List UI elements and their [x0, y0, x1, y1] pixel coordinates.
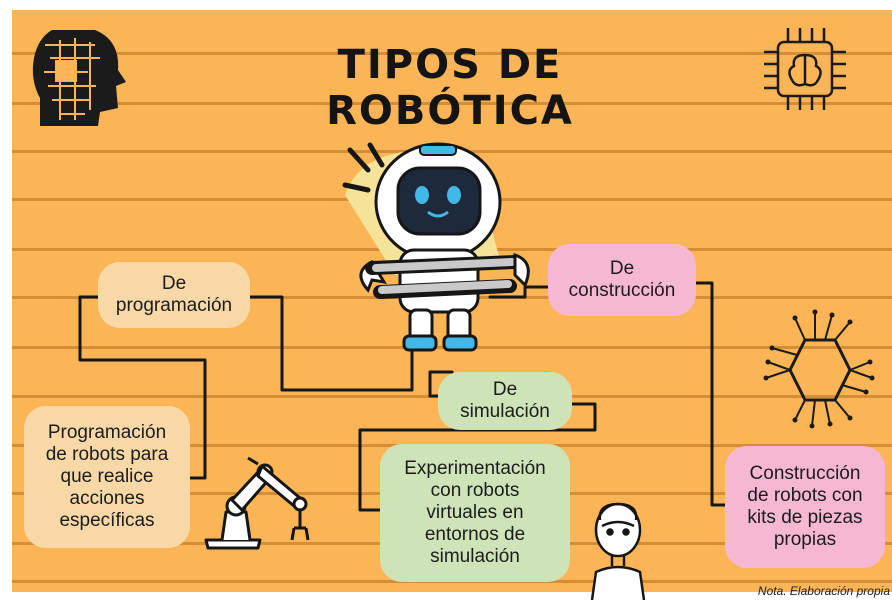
category-box-simulacion: De simulación: [438, 372, 572, 430]
description-text-programacion: Programación de robots para que realice …: [45, 422, 169, 531]
robot-arm-icon: [204, 456, 310, 550]
connector-lines: [78, 281, 727, 512]
source-note: Nota. Elaboración propia: [757, 584, 890, 598]
humanoid-robot-icon: [590, 502, 646, 600]
description-box-construccion: Construcción de robots con kits de pieza…: [725, 446, 885, 568]
category-box-programacion: De programación: [98, 262, 250, 328]
page-title: TIPOS DE ROBÓTICA: [326, 42, 574, 134]
category-label-construccion: De construcción: [568, 258, 676, 301]
hexagon-circuit-icon: [763, 309, 875, 429]
description-text-construccion: Construcción de robots con kits de pieza…: [747, 463, 863, 550]
description-text-simulacion: Experimentación con robots virtuales en …: [404, 458, 546, 567]
circuit-head-icon: [32, 30, 126, 126]
description-box-programacion: Programación de robots para que realice …: [24, 406, 190, 548]
category-box-construccion: De construcción: [548, 244, 696, 316]
category-label-programacion: De programación: [115, 273, 233, 316]
brain-chip-icon: [764, 28, 846, 110]
description-box-simulacion: Experimentación con robots virtuales en …: [380, 444, 570, 582]
astronaut-robot-icon: [342, 142, 530, 352]
category-label-simulacion: De simulación: [460, 379, 550, 422]
